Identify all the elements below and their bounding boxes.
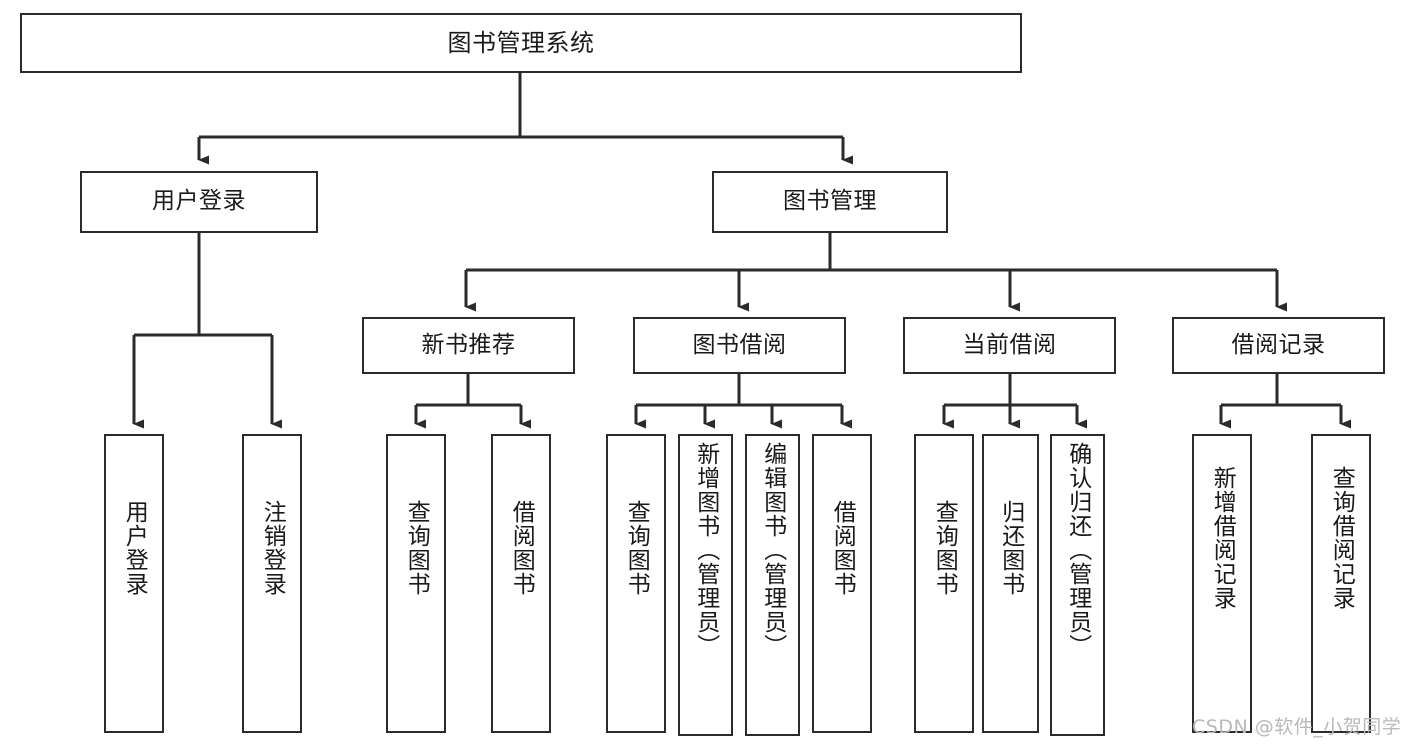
node-book-management[interactable]: 图书管理: [712, 171, 948, 233]
node-label: 新增借阅记录: [1209, 466, 1236, 610]
node-label: 新书推荐: [421, 331, 516, 358]
leaf-confirm-return-admin[interactable]: 确认归还（管理员）: [1050, 434, 1105, 736]
node-label: 注销登录: [259, 500, 286, 596]
node-user-login[interactable]: 用户登录: [80, 171, 318, 233]
node-label: 借阅记录: [1231, 331, 1326, 358]
node-label: 图书借阅: [692, 331, 787, 358]
leaf-logout[interactable]: 注销登录: [242, 434, 302, 733]
node-label: 用户登录: [121, 500, 148, 596]
leaf-query-books-borrow[interactable]: 查询图书: [606, 434, 666, 733]
leaf-borrow-books[interactable]: 借阅图书: [812, 434, 872, 733]
node-label: 查询图书: [623, 500, 650, 596]
leaf-edit-book-admin[interactable]: 编辑图书（管理员）: [745, 434, 800, 736]
node-label: 查询图书: [931, 500, 958, 596]
leaf-add-book-admin[interactable]: 新增图书（管理员）: [678, 434, 733, 736]
node-label: 用户登录: [152, 188, 246, 215]
leaf-borrow-books-new-rec[interactable]: 借阅图书: [491, 434, 551, 733]
node-label: 确认归还（管理员）: [1064, 442, 1091, 658]
leaf-add-borrow-record[interactable]: 新增借阅记录: [1192, 434, 1252, 733]
node-label: 归还图书: [997, 500, 1024, 596]
node-new-book-recommendation[interactable]: 新书推荐: [362, 317, 575, 374]
node-label: 查询借阅记录: [1328, 466, 1355, 610]
leaf-user-login[interactable]: 用户登录: [104, 434, 164, 733]
node-label: 图书管理: [783, 188, 877, 215]
leaf-query-books-current[interactable]: 查询图书: [914, 434, 974, 733]
leaf-return-books[interactable]: 归还图书: [982, 434, 1039, 733]
node-label: 借阅图书: [829, 500, 856, 596]
node-current-borrow[interactable]: 当前借阅: [903, 317, 1116, 374]
node-label: 借阅图书: [508, 500, 535, 596]
leaf-query-borrow-record[interactable]: 查询借阅记录: [1311, 434, 1371, 733]
node-label: 图书管理系统: [447, 28, 595, 57]
node-label: 编辑图书（管理员）: [759, 442, 786, 658]
leaf-query-books-new-rec[interactable]: 查询图书: [386, 434, 446, 733]
node-label: 查询图书: [403, 500, 430, 596]
node-root-book-management-system[interactable]: 图书管理系统: [20, 13, 1022, 73]
csdn-watermark: CSDN @软件_小贺同学: [1192, 716, 1402, 738]
node-borrow-record[interactable]: 借阅记录: [1172, 317, 1385, 374]
node-book-borrow[interactable]: 图书借阅: [633, 317, 846, 374]
node-label: 新增图书（管理员）: [692, 442, 719, 658]
node-label: 当前借阅: [962, 331, 1057, 358]
